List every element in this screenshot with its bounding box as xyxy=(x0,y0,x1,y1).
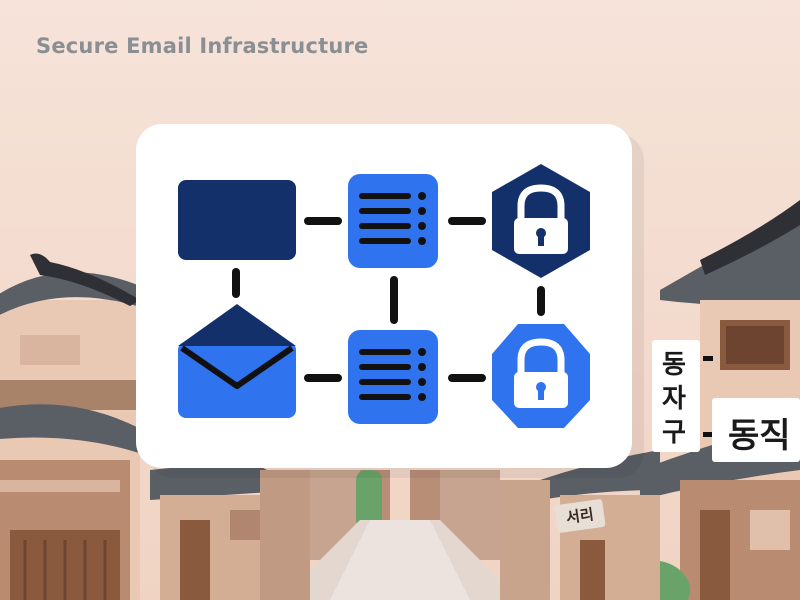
vertical-sign-char-1: 동 xyxy=(662,350,686,380)
lock-icon-dark xyxy=(492,164,590,278)
shop-sign-text: 서리 xyxy=(564,505,595,527)
vertical-sign-board xyxy=(652,340,700,452)
connector-lines xyxy=(232,217,545,382)
right-sign-board xyxy=(712,398,800,462)
left-mid-houses xyxy=(150,460,310,600)
server-list-icon-bottom xyxy=(348,330,438,424)
lock-icon-blue xyxy=(492,324,590,428)
page-title: Secure Email Infrastructure xyxy=(36,34,369,58)
envelope-icon xyxy=(178,304,296,418)
server-list-icon-top xyxy=(348,174,438,268)
navy-block-icon xyxy=(178,180,296,260)
diagram-card xyxy=(136,124,632,468)
vertical-sign-char-3: 구 xyxy=(662,418,686,448)
vertical-sign-char-2: 자 xyxy=(662,384,686,414)
left-house xyxy=(0,253,160,600)
shop-sign-board xyxy=(554,499,606,533)
right-sign-text: 동직 xyxy=(728,416,791,456)
network-diagram xyxy=(178,164,590,428)
